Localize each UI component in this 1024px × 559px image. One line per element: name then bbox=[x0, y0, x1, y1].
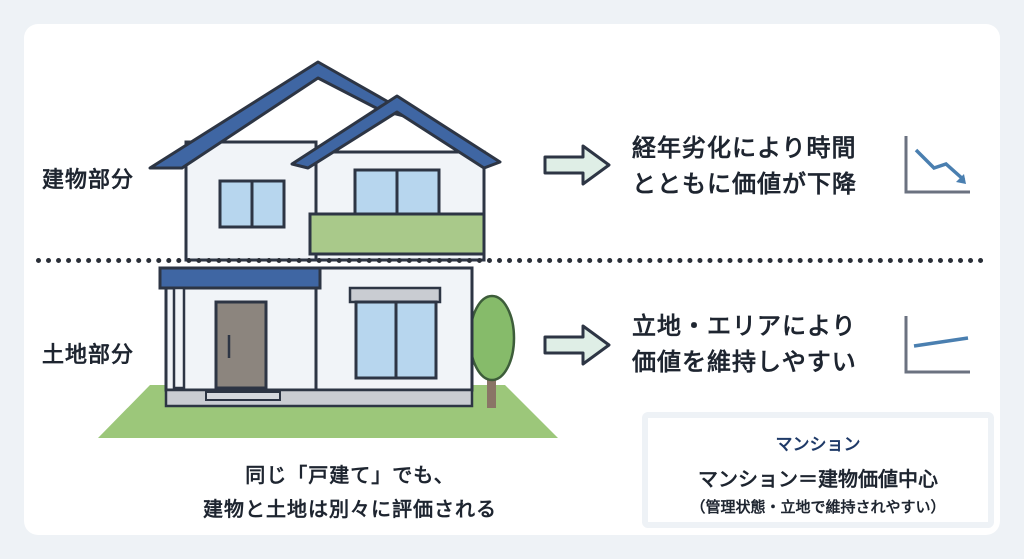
arrow-icon bbox=[543, 144, 611, 186]
building-description: 経年劣化により時間 とともに価値が下降 bbox=[632, 130, 857, 202]
dotted-divider bbox=[36, 258, 984, 263]
mansion-box: マンション マンション＝建物価値中心 （管理状態・立地で維持されやすい） bbox=[642, 412, 994, 528]
land-desc-line1: 立地・エリアにより bbox=[632, 312, 857, 340]
right-roof bbox=[290, 94, 502, 170]
building-label: 建物部分 bbox=[42, 168, 135, 193]
building-desc-line2: とともに価値が下降 bbox=[632, 170, 857, 198]
building-desc-line1: 経年劣化により時間 bbox=[632, 134, 857, 162]
land-desc-line2: 価値を維持しやすい bbox=[632, 348, 857, 376]
caption-line1: 同じ「戸建て」でも、 bbox=[245, 463, 455, 487]
land-label: 土地部分 bbox=[42, 343, 135, 368]
tree-trunk bbox=[487, 360, 496, 408]
stable-chart-icon bbox=[904, 316, 970, 374]
caption-line2: 建物と土地は別々に評価される bbox=[203, 497, 497, 521]
mansion-main-text: マンション＝建物価値中心 bbox=[698, 467, 938, 491]
arrow-icon bbox=[543, 324, 611, 366]
mansion-note: （管理状態・立地で維持されやすい） bbox=[690, 498, 946, 516]
land-description: 立地・エリアにより 価値を維持しやすい bbox=[632, 308, 857, 380]
caption: 同じ「戸建て」でも、 建物と土地は別々に評価される bbox=[90, 458, 610, 526]
mansion-title: マンション bbox=[775, 435, 861, 455]
tree-crown bbox=[468, 294, 516, 382]
front-door bbox=[214, 300, 268, 390]
balcony bbox=[308, 212, 486, 256]
declining-chart-icon bbox=[904, 136, 970, 194]
